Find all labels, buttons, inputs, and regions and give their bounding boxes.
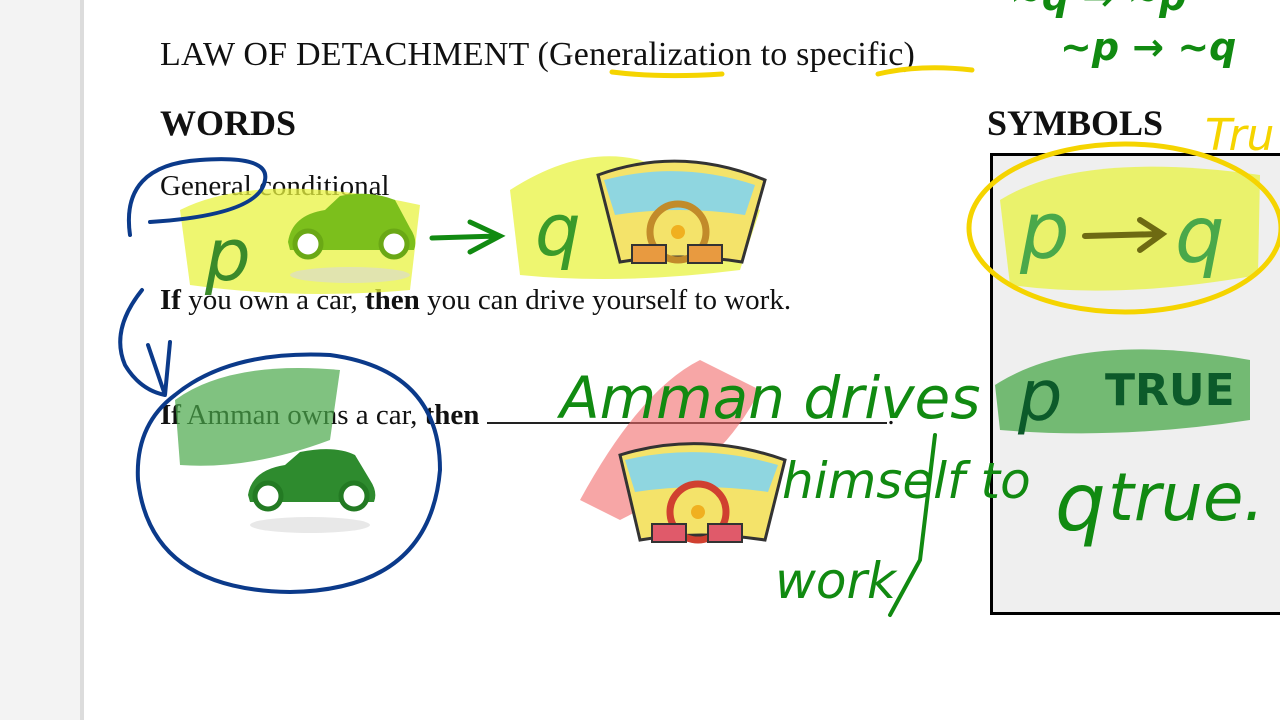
sentence-1-hypothesis: you own a car, bbox=[180, 284, 366, 316]
page-title: LAW OF DETACHMENT (Generalization to spe… bbox=[160, 36, 916, 73]
left-gutter bbox=[0, 0, 80, 720]
general-conditional-label: General conditional bbox=[160, 170, 390, 202]
symbols-heading: SYMBOLS bbox=[987, 103, 1164, 143]
if-keyword: If bbox=[160, 284, 181, 316]
then-keyword: then bbox=[424, 399, 480, 431]
words-heading: WORDS bbox=[160, 103, 297, 143]
then-keyword: then bbox=[365, 284, 420, 316]
symbols-box bbox=[990, 153, 1280, 615]
if-keyword: If bbox=[160, 399, 181, 431]
gutter-edge bbox=[80, 0, 84, 720]
answer-blank-line bbox=[487, 398, 888, 424]
conditional-sentence-2: If Amman owns a car, then. bbox=[160, 398, 895, 432]
sentence-2-hypothesis: Amman owns a car, bbox=[180, 399, 425, 431]
conditional-sentence-1: If you own a car, then you can drive you… bbox=[160, 284, 791, 317]
sentence-1-conclusion: you can drive yourself to work. bbox=[419, 284, 792, 316]
sentence-2-period: . bbox=[887, 399, 895, 431]
